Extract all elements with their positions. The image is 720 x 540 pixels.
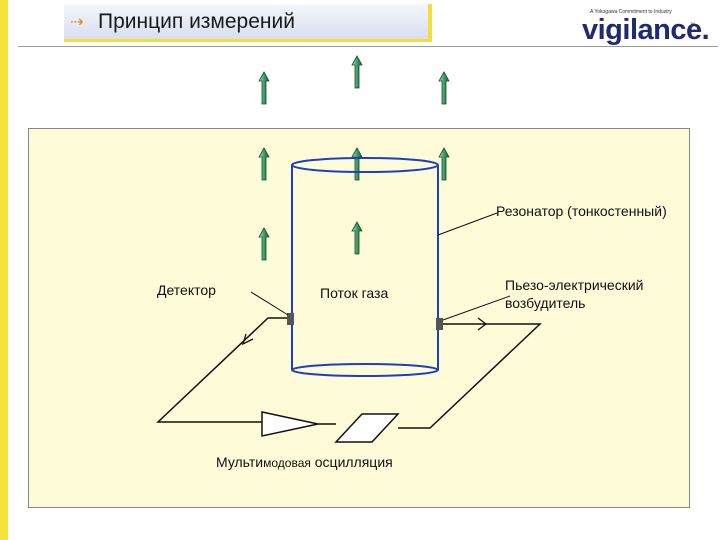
up-arrow-icon — [351, 147, 363, 181]
upward-arrows — [258, 55, 450, 261]
up-arrow-icon — [438, 147, 450, 181]
transducers — [287, 313, 443, 330]
arrow-into-piezo-icon — [477, 317, 488, 331]
piezo-block — [436, 318, 443, 330]
resonator-cylinder — [291, 157, 439, 377]
multimode-oscillation-label: Мультимодовая осцилляция — [216, 454, 393, 470]
logo-trademark: ™ — [690, 22, 695, 28]
page-title: Принцип измерений — [98, 10, 295, 33]
header-divider — [18, 46, 718, 47]
leader-lines — [250, 212, 511, 321]
piezo-label-line2: возбудитель — [505, 295, 586, 311]
up-arrow-icon — [258, 227, 270, 261]
piezo-exciter-label: Пьезо-электрический возбудитель — [505, 276, 643, 312]
up-arrow-icon — [351, 221, 363, 255]
logo-tagline: A Yokogawa Commitment to Industry — [590, 9, 672, 15]
accent-bar — [0, 0, 8, 540]
up-arrow-icon — [351, 55, 363, 89]
up-arrow-icon — [438, 71, 450, 105]
multimode-part2: модовая — [263, 456, 311, 470]
dotted-arrow-icon: ⇢ — [70, 12, 84, 31]
resonator-label: Резонатор (тонкостенный) — [496, 203, 667, 219]
detector-block — [287, 313, 294, 325]
multimode-part1: Мульти — [216, 454, 264, 470]
detector-label: Детектор — [157, 282, 216, 298]
arrow-into-detector-icon — [241, 333, 254, 346]
diagram-panel — [28, 128, 690, 508]
vigilance-logo: vigilance. — [582, 14, 710, 46]
up-arrow-icon — [258, 71, 270, 105]
signal-loop — [156, 317, 542, 429]
title-box: ⇢ Принцип измерений — [64, 4, 432, 42]
up-arrow-icon — [258, 147, 270, 181]
multimode-part3: осцилляция — [310, 454, 393, 470]
loop-arrowheads — [241, 317, 488, 346]
gas-flow-label: Поток газа — [320, 285, 389, 301]
piezo-label-line1: Пьезо-электрический — [505, 277, 644, 293]
phase-shifter-box — [334, 413, 400, 443]
amplifier-triangle-icon — [261, 411, 319, 437]
